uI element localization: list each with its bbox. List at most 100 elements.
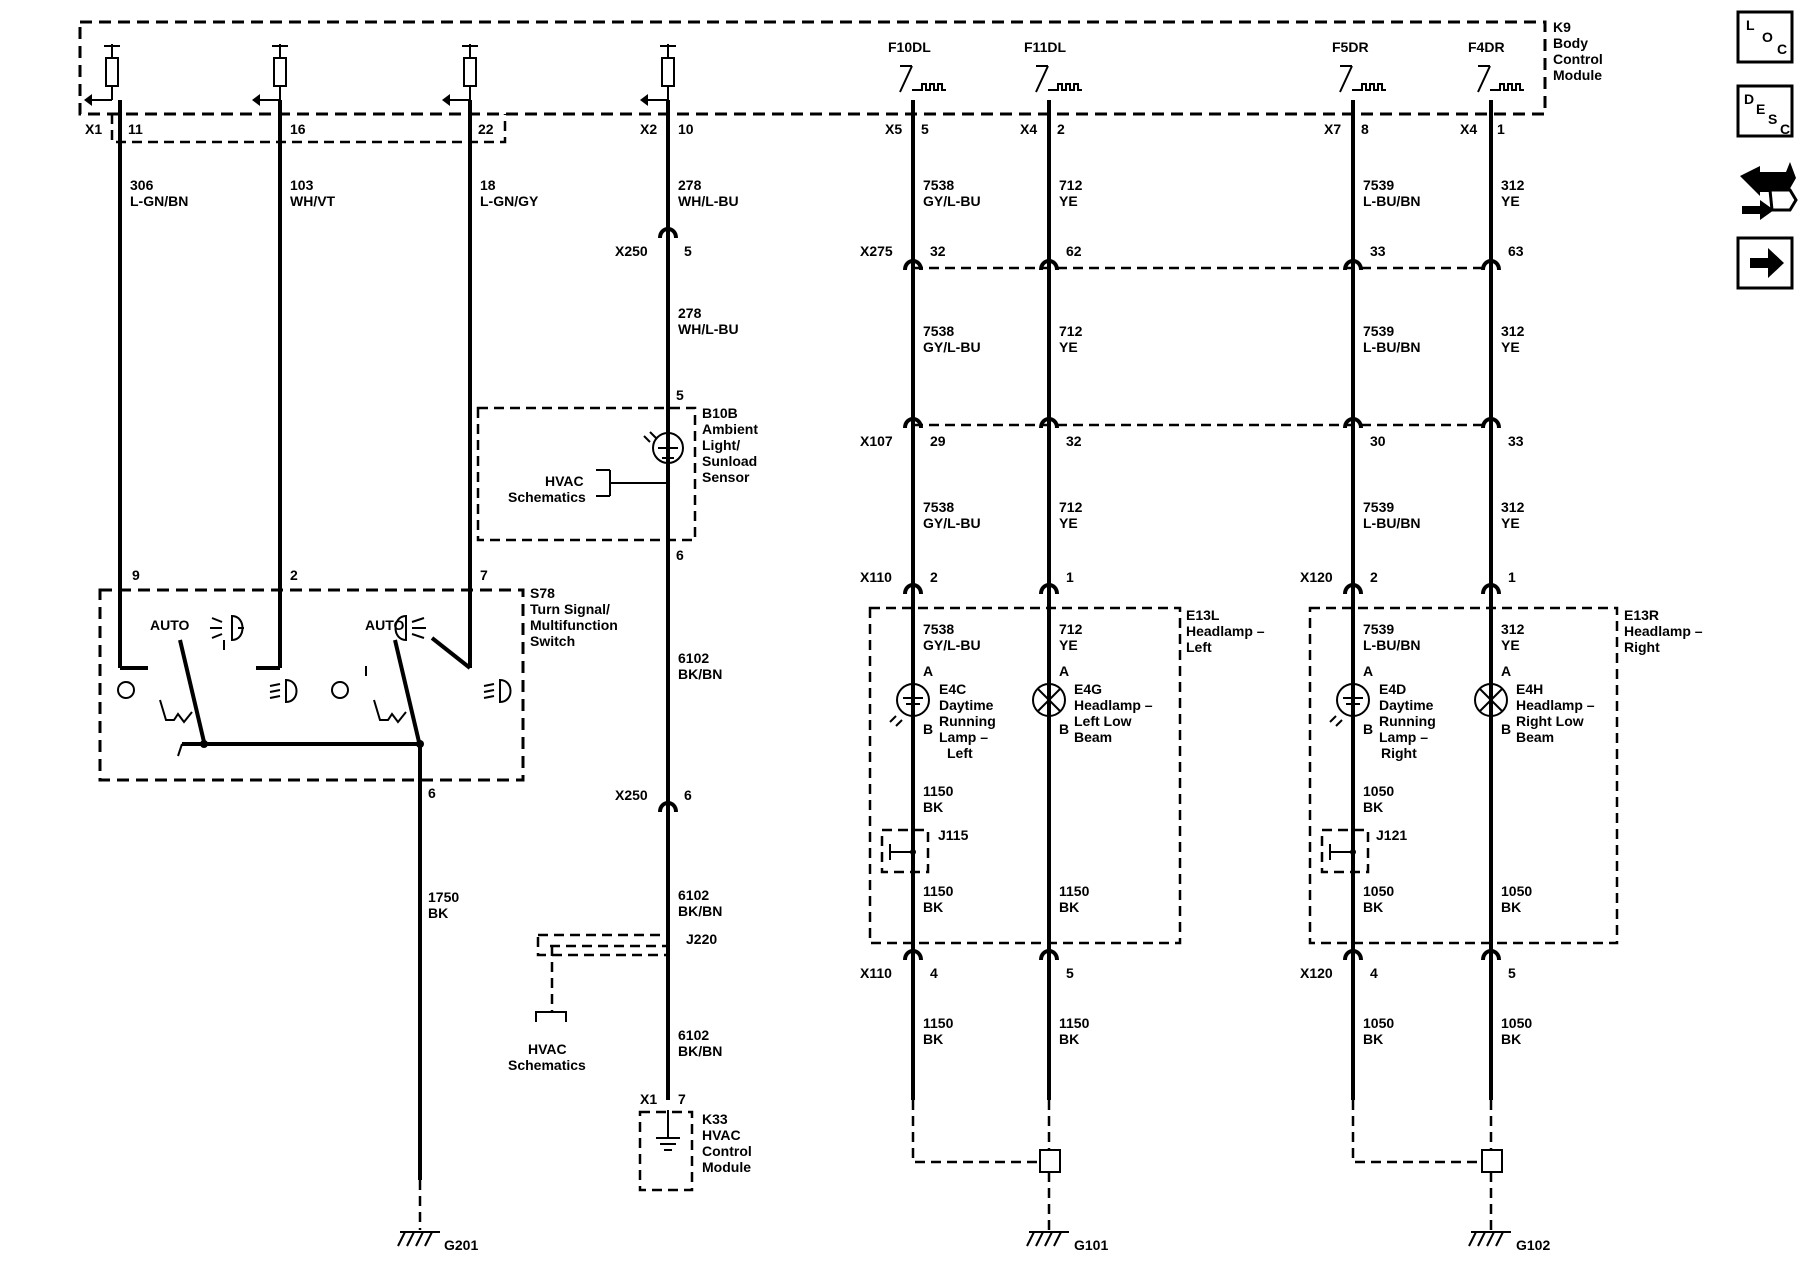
svg-text:712: 712 [1059,323,1083,339]
svg-text:278: 278 [678,177,702,193]
k33-ref: K33 [702,1111,728,1127]
svg-text:Multifunction: Multifunction [530,617,618,633]
svg-text:Schematics: Schematics [508,489,586,505]
svg-text:L: L [1746,17,1755,33]
b10b-boundary [476,406,697,542]
conn-x4b: X4 [1460,121,1477,137]
svg-text:L-GN/GY: L-GN/GY [480,193,539,209]
svg-text:7539: 7539 [1363,621,1394,637]
e4h-ref: E4H [1516,681,1543,697]
svg-text:7539: 7539 [1363,177,1394,193]
svg-text:6102: 6102 [678,887,709,903]
svg-text:Module: Module [1553,67,1602,83]
svg-text:1150: 1150 [923,883,954,899]
svg-text:Beam: Beam [1516,729,1554,745]
connector-end-view-icon[interactable] [1740,162,1798,220]
x120-connector-top: X120 2 1 [1300,569,1516,595]
led-icon [889,683,930,727]
lowbeam-icon-2 [483,678,512,704]
bcm-driver-f11dl: F11DL [1024,39,1082,93]
svg-text:YE: YE [1059,193,1078,209]
svg-text:F5DR: F5DR [1332,39,1369,55]
svg-text:BK: BK [1501,899,1521,915]
svg-text:5: 5 [684,243,692,259]
svg-text:F11DL: F11DL [1024,39,1066,55]
description-button[interactable]: D E S C [1736,84,1794,138]
svg-text:F4DR: F4DR [1468,39,1505,55]
svg-text:A: A [1501,663,1511,679]
svg-text:7: 7 [480,567,488,583]
svg-text:GY/L-BU: GY/L-BU [923,515,981,531]
svg-text:11: 11 [128,121,143,137]
svg-text:2: 2 [1057,121,1065,137]
svg-text:8: 8 [1361,121,1369,137]
svg-text:C: C [1780,121,1790,137]
j115-splice: J115 [880,827,969,874]
x250-connector-top: X250 5 [615,227,692,259]
svg-text:6: 6 [428,785,436,801]
e4g-ref: E4G [1074,681,1102,697]
svg-text:G101: G101 [1074,1237,1108,1253]
svg-text:YE: YE [1501,637,1520,653]
svg-text:BK: BK [1059,899,1079,915]
svg-text:B: B [923,721,933,737]
svg-text:J115: J115 [938,827,969,843]
svg-text:F10DL: F10DL [888,39,931,55]
svg-text:A: A [923,663,933,679]
svg-text:30: 30 [1370,433,1386,449]
svg-text:L-BU/BN: L-BU/BN [1363,515,1421,531]
svg-text:1050: 1050 [1501,883,1532,899]
x107-connector: X107 29 32 30 33 [860,417,1524,449]
svg-text:AUTO: AUTO [150,617,190,633]
next-page-button[interactable] [1736,236,1794,290]
svg-text:1050: 1050 [1363,783,1394,799]
svg-text:16: 16 [290,121,306,137]
bcm-driver-f4dr: F4DR [1468,39,1524,93]
svg-text:18: 18 [480,177,496,193]
svg-text:Light/: Light/ [702,437,740,453]
svg-text:5: 5 [1066,965,1074,981]
svg-text:HVAC: HVAC [545,473,584,489]
parklamp-icon [394,614,426,642]
svg-text:B: B [1363,721,1373,737]
svg-text:GY/L-BU: GY/L-BU [923,637,981,653]
svg-text:Headlamp –: Headlamp – [1074,697,1153,713]
svg-text:A: A [1363,663,1373,679]
svg-text:712: 712 [1059,621,1083,637]
x120-connector-bottom: X120 4 5 [1300,949,1516,981]
svg-text:Running: Running [1379,713,1436,729]
svg-text:YE: YE [1501,193,1520,209]
svg-text:1150: 1150 [923,783,954,799]
svg-text:Left: Left [1186,639,1212,655]
svg-text:Control: Control [1553,51,1603,67]
location-button[interactable]: L O C [1736,10,1794,64]
svg-text:L-BU/BN: L-BU/BN [1363,637,1421,653]
conn-x5: X5 [885,121,902,137]
svg-text:6: 6 [676,547,684,563]
svg-text:BK: BK [1501,1031,1521,1047]
svg-text:BK: BK [428,905,448,921]
svg-text:HVAC: HVAC [702,1127,741,1143]
svg-text:62: 62 [1066,243,1082,259]
ground-g102: G102 [1351,1100,1550,1253]
conn-x1: X1 [85,121,102,137]
svg-text:X110: X110 [860,965,892,981]
svg-text:2: 2 [930,569,938,585]
s78-boundary [98,588,525,782]
svg-text:6102: 6102 [678,1027,709,1043]
e13l-ref: E13L [1186,607,1220,623]
svg-text:B: B [1059,721,1069,737]
svg-text:BK/BN: BK/BN [678,1043,722,1059]
svg-text:BK: BK [923,799,943,815]
svg-text:103: 103 [290,177,314,193]
b10b-ref: B10B [702,405,738,421]
x275-connector: X275 32 62 33 63 [860,243,1524,271]
conn-x7: X7 [1324,121,1341,137]
svg-text:BK/BN: BK/BN [678,903,722,919]
svg-text:Headlamp –: Headlamp – [1186,623,1265,639]
svg-text:7539: 7539 [1363,323,1394,339]
svg-text:Turn Signal/: Turn Signal/ [530,601,610,617]
svg-text:X110: X110 [860,569,892,585]
svg-text:E: E [1756,101,1765,117]
e4d-ref: E4D [1379,681,1406,697]
